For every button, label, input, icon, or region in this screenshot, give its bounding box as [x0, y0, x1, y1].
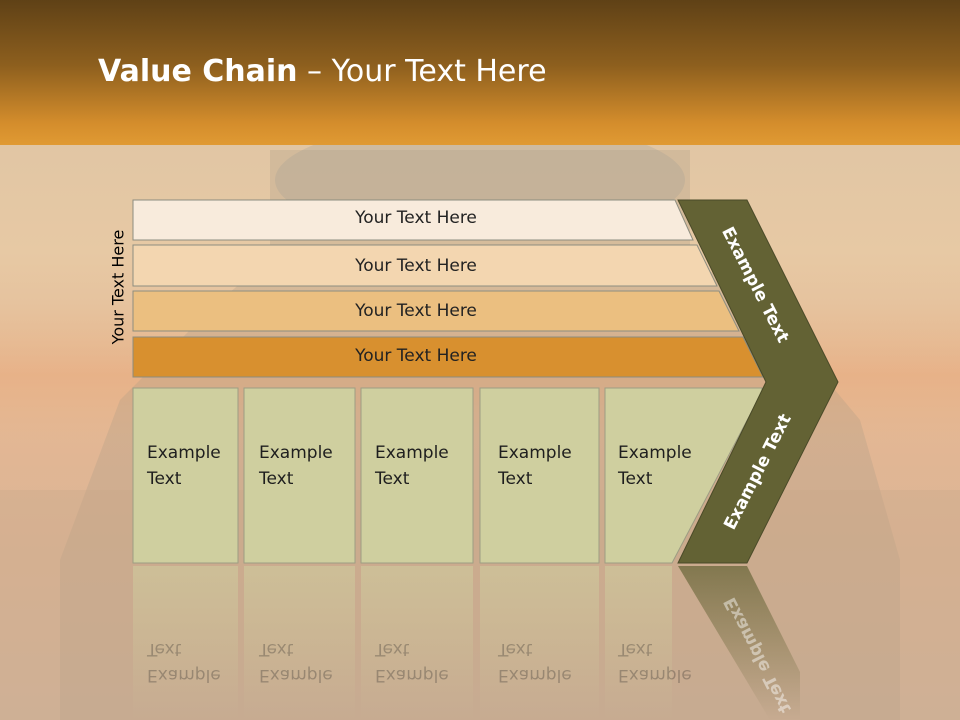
title-bold: Value Chain [98, 54, 298, 89]
box-reflection-4-line1: Example [498, 665, 572, 685]
title-rest: – Your Text Here [297, 54, 547, 89]
row-label-2: Your Text Here [355, 256, 477, 276]
box-reflection-5: Example Text [618, 636, 718, 688]
box-reflection-1-line1: Example [147, 665, 221, 685]
value-chevron [677, 199, 839, 564]
box-reflection-2: Example Text [259, 636, 359, 688]
row-bar-1 [132, 199, 694, 241]
activity-box-2 [243, 387, 356, 564]
page-title: Value Chain – Your Text Here [98, 54, 547, 89]
row-label-1: Your Text Here [355, 208, 477, 228]
box-label-3-line2: Text [375, 469, 410, 489]
box-reflection-4-line2: Text [498, 639, 533, 659]
box-reflection-1-line2: Text [147, 639, 182, 659]
box-label-2-line2: Text [259, 469, 294, 489]
box-label-2-line1: Example [259, 443, 333, 463]
box-reflection-5-line2: Text [618, 639, 653, 659]
box-label-1-line2: Text [147, 469, 182, 489]
box-reflection-4: Example Text [498, 636, 598, 688]
box-reflection-2-line2: Text [259, 639, 294, 659]
box-label-1-line1: Example [147, 443, 221, 463]
diagram-reflection [133, 566, 800, 720]
box-label-3-line1: Example [375, 443, 449, 463]
row-bar-4 [132, 336, 764, 378]
activity-box-5 [604, 387, 763, 564]
header-band [0, 0, 960, 145]
activity-box-3 [360, 387, 474, 564]
activity-box-1 [132, 387, 239, 564]
row-label-3: Your Text Here [355, 301, 477, 321]
box-reflection-1: Example Text [147, 636, 247, 688]
row-bar-2 [132, 244, 718, 287]
box-label-4-line2: Text [498, 469, 533, 489]
box-label-5-line2: Text [618, 469, 653, 489]
box-reflection-3-line2: Text [375, 639, 410, 659]
activity-box-4 [479, 387, 600, 564]
box-label-5-line1: Example [618, 443, 692, 463]
box-reflection-2-line1: Example [259, 665, 333, 685]
row-label-4: Your Text Here [355, 346, 477, 366]
box-label-4-line1: Example [498, 443, 572, 463]
box-reflection-3: Example Text [375, 636, 475, 688]
box-reflection-3-line1: Example [375, 665, 449, 685]
row-bar-3 [132, 290, 740, 332]
box-reflection-5-line1: Example [618, 665, 692, 685]
